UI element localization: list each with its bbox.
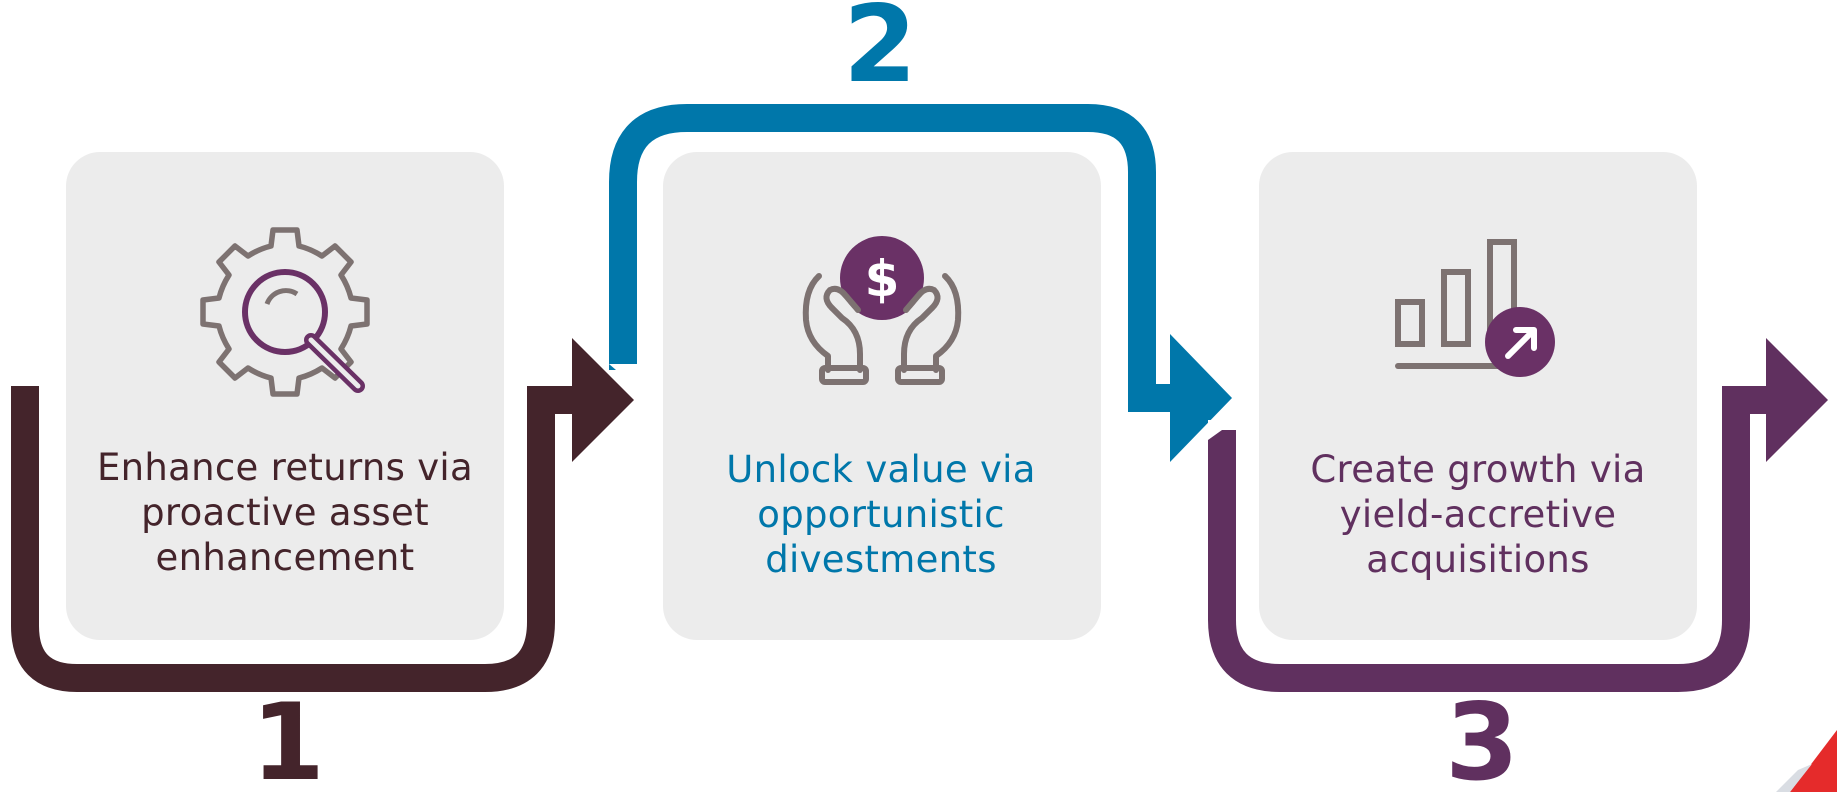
arrow-head-step-2: [1170, 334, 1232, 462]
hands-dollar-icon: $: [802, 236, 962, 385]
connector-step-3: [1208, 386, 1774, 692]
step-1-line-1: Enhance returns via: [97, 446, 473, 489]
dollar-symbol: $: [865, 250, 900, 308]
bar-chart-growth-icon: [1395, 239, 1555, 377]
card-step-3: [1259, 152, 1697, 640]
step-3-line-3: acquisitions: [1366, 538, 1590, 581]
connector-gap-3: [1208, 420, 1236, 440]
step-3-line-1: Create growth via: [1310, 448, 1646, 491]
step-1-line-3: enhancement: [155, 536, 415, 579]
connector-step-1: [11, 386, 578, 692]
gear-magnifier-icon: [200, 227, 370, 397]
step-1-text: Enhance returns via proactive asset enha…: [65, 445, 505, 580]
step-3-text: Create growth via yield-accretive acquis…: [1258, 447, 1698, 582]
corner-accent: [1776, 730, 1837, 792]
step-3-line-2: yield-accretive: [1339, 493, 1617, 536]
arrow-head-step-1: [572, 338, 634, 462]
step-2-line-2: opportunistic: [757, 493, 1005, 536]
step-1-line-2: proactive asset: [141, 491, 429, 534]
step-3-number: 3: [1445, 681, 1519, 804]
step-1-number: 1: [251, 681, 325, 804]
arrow-head-step-3: [1766, 338, 1828, 462]
step-2-line-3: divestments: [765, 538, 997, 581]
step-2-number: 2: [843, 0, 917, 106]
step-2-text: Unlock value via opportunistic divestmen…: [661, 447, 1101, 582]
card-step-2: [663, 152, 1101, 640]
connector-step-2: [609, 104, 1178, 412]
connector-gap-2: [609, 364, 637, 388]
step-2-line-1: Unlock value via: [726, 448, 1036, 491]
